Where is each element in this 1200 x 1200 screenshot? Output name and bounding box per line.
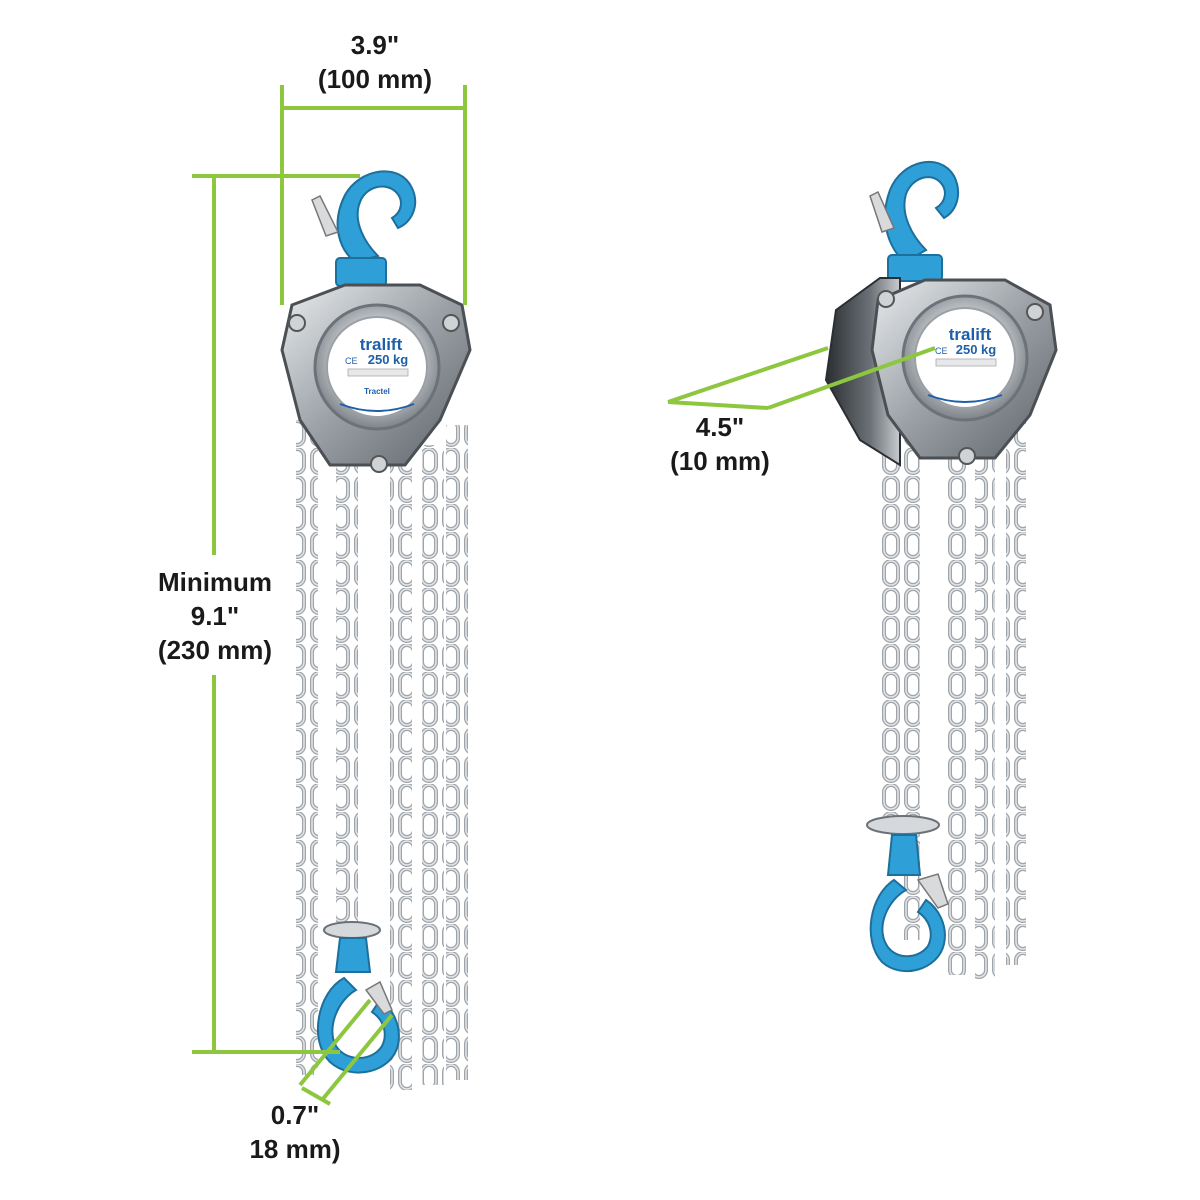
hook-opening-line-a	[298, 998, 372, 1087]
nameplate-capacity: 250 kg	[368, 352, 409, 367]
height-prefix: Minimum	[157, 567, 273, 597]
height-metric: (230 mm)	[157, 635, 273, 665]
hoist-body-angled: tralift CE 250 kg	[824, 277, 1058, 467]
bottom-hook-angled-icon	[866, 815, 949, 972]
bottom-hook-icon	[316, 921, 400, 1074]
hook-opening-metric: 18 mm)	[249, 1134, 341, 1164]
height-imperial: 9.1"	[190, 601, 240, 631]
nameplate-brand: tralift	[360, 335, 403, 354]
nameplate-ce-angled: CE	[935, 346, 948, 356]
hook-opening-imperial: 0.7"	[270, 1100, 320, 1130]
depth-tick	[667, 400, 769, 410]
hook-opening-label: 0.7" 18 mm)	[215, 1098, 375, 1166]
height-label: Minimum 9.1" (230 mm)	[135, 565, 295, 667]
hook-opening-line-b	[320, 1013, 394, 1102]
chain-strands-angled	[880, 405, 1026, 980]
depth-line-a	[667, 346, 829, 404]
depth-line-b	[767, 346, 936, 410]
hoist-angled-view: tralift CE 250 kg	[824, 160, 1058, 980]
width-label: 3.9" (100 mm)	[295, 28, 455, 96]
top-hook-angled-icon	[869, 160, 960, 282]
hook-opening-tick	[301, 1086, 331, 1106]
hoist-body-front: tralift CE 250 kg Tractel	[280, 283, 472, 473]
depth-metric: (10 mm)	[670, 446, 770, 476]
chain-strands-front	[296, 420, 468, 1090]
width-imperial: 3.9"	[350, 30, 400, 60]
depth-imperial: 4.5"	[695, 412, 745, 442]
nameplate-maker: Tractel	[364, 387, 390, 396]
width-metric: (100 mm)	[317, 64, 433, 94]
top-hook-icon	[311, 170, 417, 287]
nameplate-ce: CE	[345, 356, 358, 366]
dimension-lines	[192, 85, 936, 1106]
hoist-front-view: tralift CE 250 kg Tractel	[280, 170, 472, 1090]
nameplate-brand-angled: tralift	[949, 325, 992, 344]
depth-label: 4.5" (10 mm)	[640, 410, 800, 478]
nameplate-capacity-angled: 250 kg	[956, 342, 997, 357]
